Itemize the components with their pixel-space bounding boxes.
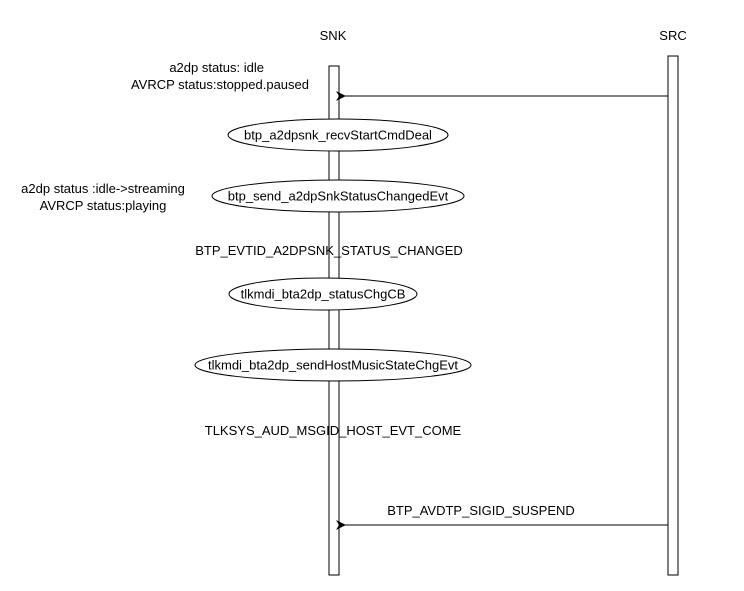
participant-src: SRC bbox=[659, 28, 687, 43]
process-oval-2 bbox=[211, 179, 465, 213]
process-label-3: tlkmdi_bta2dp_statusChgCB bbox=[240, 286, 406, 302]
event-status-changed: BTP_EVTID_A2DPSNK_STATUS_CHANGED bbox=[195, 243, 463, 258]
note-streaming-a2dp: a2dp status :idle->streaming bbox=[21, 181, 185, 196]
process-label-4: tlkmdi_bta2dp_sendHostMusicStateChgEvt bbox=[207, 357, 459, 373]
note-streaming-avrcp: AVRCP status:playing bbox=[39, 198, 167, 213]
message-label-suspend: BTP_AVDTP_SIGID_SUSPEND bbox=[387, 503, 575, 518]
participant-snk: SNK bbox=[319, 28, 347, 43]
process-oval-1 bbox=[227, 118, 449, 152]
event-host-evt-come: TLKSYS_AUD_MSGID_HOST_EVT_COME bbox=[204, 423, 462, 438]
snk-lifeline bbox=[328, 65, 340, 576]
process-label-1: btp_a2dpsnk_recvStartCmdDeal bbox=[244, 127, 432, 143]
process-oval-3 bbox=[228, 277, 418, 311]
src-lifeline bbox=[667, 55, 679, 576]
note-initial-avrcp: AVRCP status:stopped.paused bbox=[130, 77, 309, 92]
note-initial-a2dp: a2dp status: idle bbox=[169, 60, 264, 75]
process-oval-4 bbox=[194, 348, 472, 382]
process-label-2: btp_send_a2dpSnkStatusChangedEvt bbox=[227, 188, 449, 204]
